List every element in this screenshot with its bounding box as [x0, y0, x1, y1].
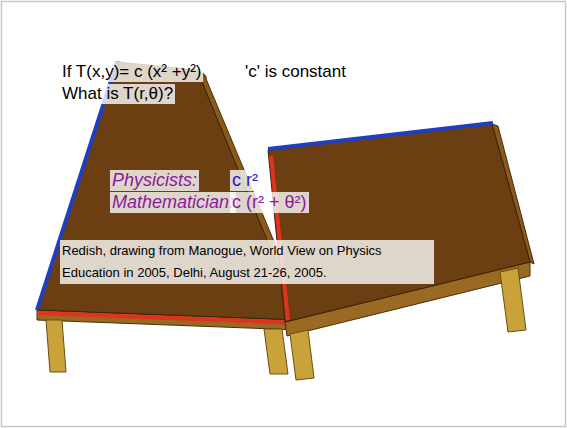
red-edge — [271, 156, 288, 320]
table-leg — [264, 329, 288, 374]
speaker-label: Physicists: — [110, 170, 199, 191]
citation-text: Redish, drawing from Manogue, World View… — [60, 240, 434, 284]
answer-text: c r² — [230, 170, 260, 191]
question-text: What is T(r,θ)? — [60, 84, 175, 104]
answer-text: c (r² + θ²) — [230, 192, 309, 213]
table-leg — [46, 320, 66, 372]
table-top — [268, 124, 530, 322]
table-leg — [290, 330, 314, 380]
question-text: If T(x,y)= c (x² +y²) — [60, 62, 203, 82]
red-edge — [37, 313, 300, 323]
speaker-label: Mathematician: — [110, 192, 236, 213]
table-leg — [500, 268, 526, 332]
note-text: 'c' is constant — [243, 62, 348, 82]
blue-edge — [268, 123, 493, 149]
